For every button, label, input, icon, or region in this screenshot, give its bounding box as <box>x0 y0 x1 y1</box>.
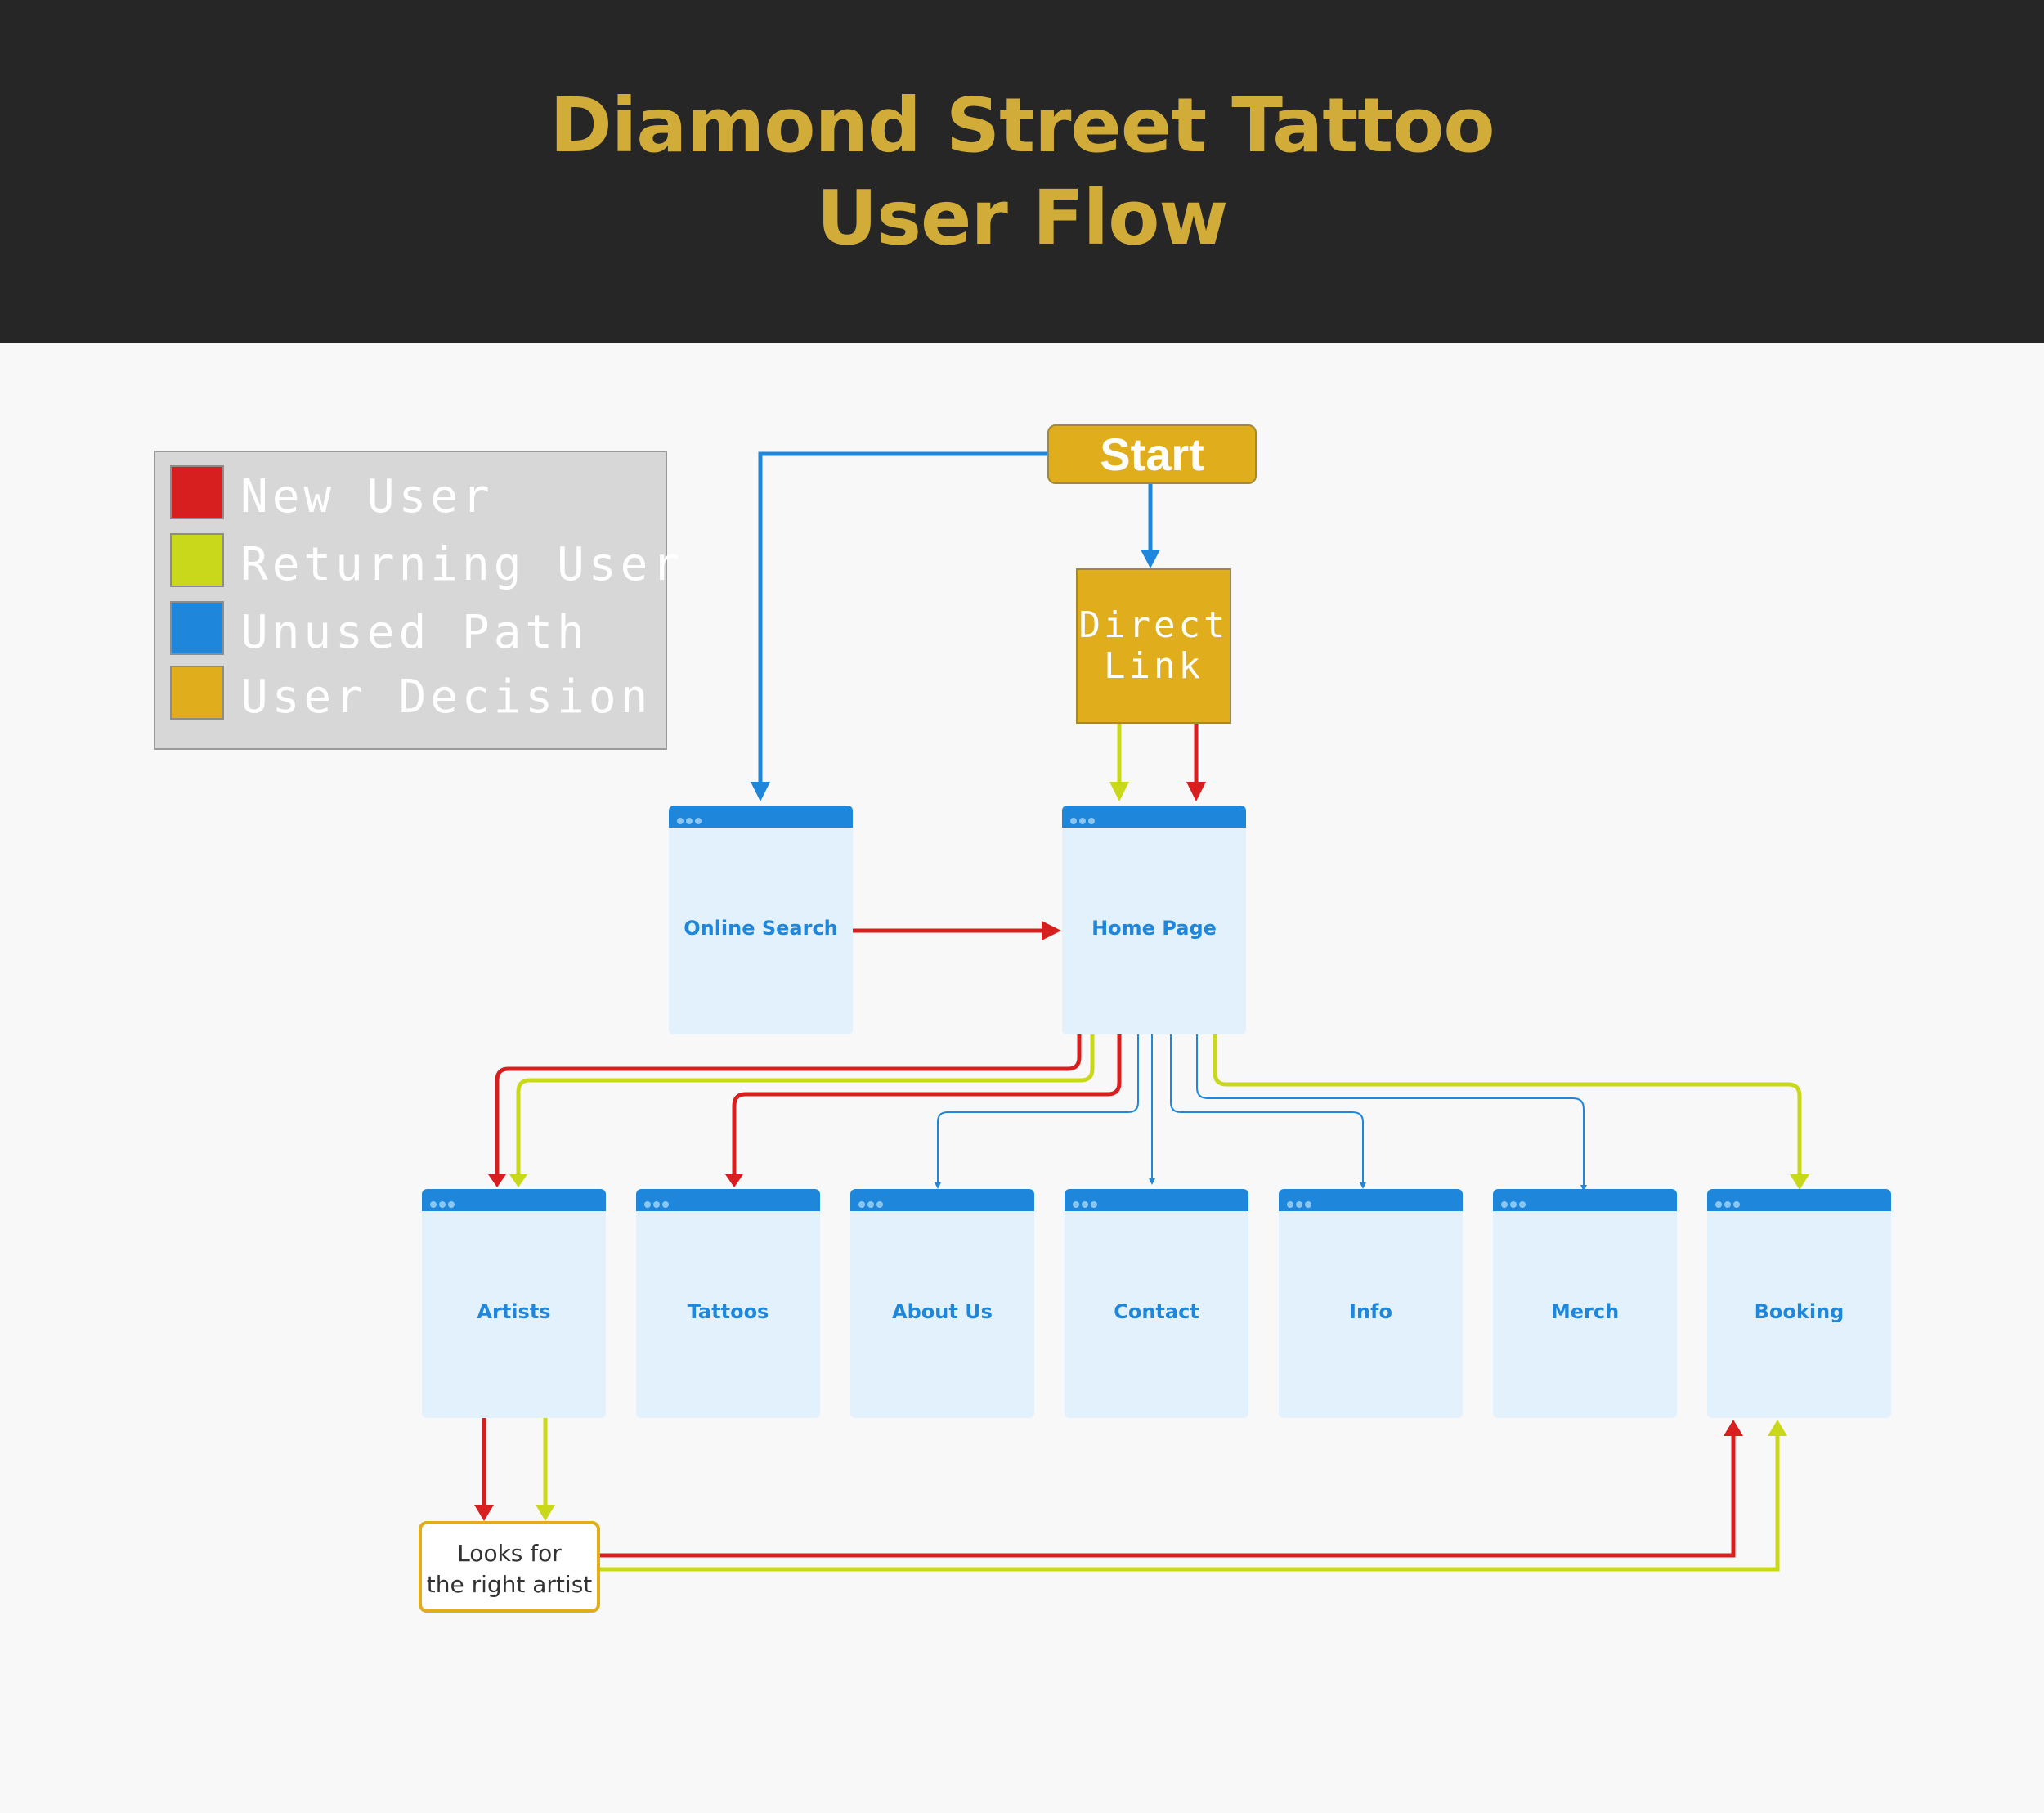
window-dots-icon <box>1501 1197 1528 1212</box>
arrow-home-to-artists-returning <box>516 1034 1095 1178</box>
window-dots-icon <box>1287 1197 1314 1212</box>
legend-swatch-blue <box>170 601 224 655</box>
legend-swatch-green <box>170 533 224 587</box>
legend: New User Returning User Unused Path User… <box>154 451 679 750</box>
legend-label: Returning User <box>240 538 684 591</box>
window-dots-icon <box>1073 1197 1100 1212</box>
window-titlebar <box>1279 1189 1463 1211</box>
page-label: Booking <box>1754 1300 1845 1323</box>
decision-looks-for-artist: Looks for the right artist <box>419 1521 600 1613</box>
page-label: Contact <box>1114 1300 1199 1323</box>
header-banner: Diamond Street Tattoo User Flow <box>0 0 2044 343</box>
legend-swatch-red <box>170 465 224 519</box>
page-online-search: Online Search <box>669 806 853 1034</box>
page-tattoos: Tattoos <box>636 1189 820 1418</box>
page-title: Diamond Street Tattoo <box>549 82 1495 169</box>
window-titlebar <box>636 1189 820 1211</box>
window-titlebar <box>1062 806 1246 828</box>
page-artists: Artists <box>422 1189 606 1418</box>
arrow-home-to-tattoos-new <box>732 1034 1122 1178</box>
window-titlebar <box>1493 1189 1677 1211</box>
start-node: Start <box>1047 424 1257 484</box>
legend-label: New User <box>240 470 494 523</box>
page-contact: Contact <box>1065 1189 1248 1418</box>
legend-label: User Decision <box>240 671 652 724</box>
page-label: Merch <box>1550 1300 1620 1323</box>
window-titlebar <box>422 1189 606 1211</box>
window-dots-icon <box>644 1197 671 1212</box>
window-dots-icon <box>1070 814 1097 828</box>
page-label: About Us <box>892 1300 993 1323</box>
page-info: Info <box>1279 1189 1463 1418</box>
arrow-home-to-merch-unused <box>1196 1034 1585 1186</box>
page-label: Online Search <box>684 917 838 940</box>
direct-link-label-line2: Link <box>1104 645 1204 687</box>
window-dots-icon <box>1715 1197 1742 1212</box>
window-dots-icon <box>858 1197 885 1212</box>
page-about-us: About Us <box>850 1189 1034 1418</box>
arrow-decision-to-booking-new <box>600 1434 1736 1558</box>
arrow-decision-to-booking-returning <box>600 1434 1780 1572</box>
legend-swatch-orange <box>170 666 224 720</box>
page-label: Home Page <box>1091 917 1217 940</box>
direct-link-node: Direct Link <box>1076 568 1231 724</box>
decision-label-line2: the right artist <box>426 1571 593 1598</box>
window-titlebar <box>1707 1189 1891 1211</box>
window-dots-icon <box>430 1197 457 1212</box>
page-home: Home Page <box>1062 806 1246 1034</box>
arrow-home-to-booking-returning <box>1213 1034 1802 1178</box>
page-label: Info <box>1349 1300 1392 1323</box>
direct-link-label-line1: Direct <box>1078 604 1229 646</box>
decision-label-line1: Looks for <box>457 1540 562 1567</box>
page-label: Artists <box>477 1300 551 1323</box>
window-dots-icon <box>677 814 704 828</box>
page-label: Tattoos <box>687 1300 769 1323</box>
window-titlebar <box>1065 1189 1248 1211</box>
arrow-home-to-about-unused <box>937 1034 1139 1184</box>
window-titlebar <box>850 1189 1034 1211</box>
arrow-home-to-info-unused <box>1170 1034 1364 1184</box>
arrow-home-to-artists-new <box>495 1034 1082 1178</box>
window-titlebar <box>669 806 853 828</box>
legend-label: Unused Path <box>240 606 589 659</box>
page-merch: Merch <box>1493 1189 1677 1418</box>
page-subtitle: User Flow <box>816 174 1229 262</box>
arrow-start-to-online-search <box>758 451 1047 783</box>
page-booking: Booking <box>1707 1189 1891 1418</box>
